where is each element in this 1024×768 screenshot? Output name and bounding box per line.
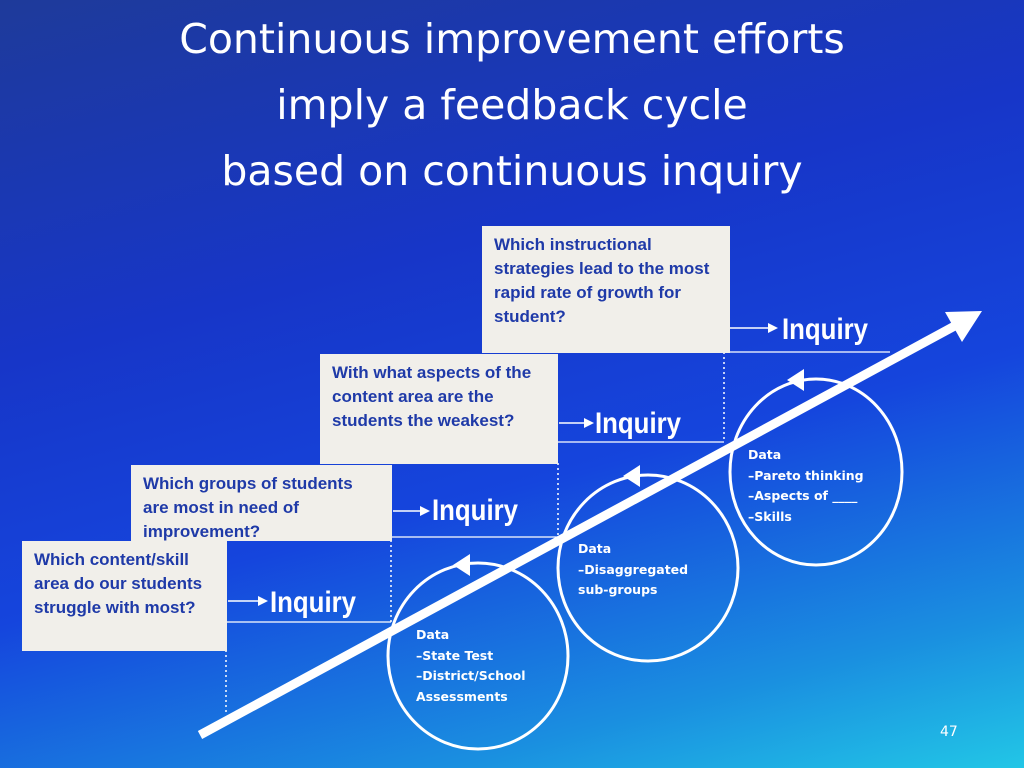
question-box-3: With what aspects of the content area ar… (320, 354, 558, 464)
data-cycle-circle-1 (386, 561, 570, 751)
inquiry-arrows (228, 323, 778, 606)
data-text-2: Data –Disaggregated sub-groups (578, 539, 688, 601)
data-heading-1: Data (416, 627, 450, 642)
cycle-arrowheads (453, 369, 804, 576)
question-text-4: Which instructional strategies lead to t… (494, 235, 710, 326)
data-item-2-1: –Disaggregated (578, 561, 689, 577)
data-item-3-3: –Skills (748, 508, 792, 524)
question-box-4: Which instructional strategies lead to t… (482, 226, 730, 353)
title-line-3: based on continuous inquiry (221, 147, 803, 195)
question-box-2: Which groups of students are most in nee… (131, 465, 392, 541)
data-item-3-2: –Aspects of ____ (748, 488, 858, 503)
dotted-guides (225, 352, 725, 712)
inquiry-label-2: Inquiry (432, 494, 519, 527)
data-text-1: Data –State Test –District/School Assess… (416, 625, 526, 707)
title-line-1: Continuous improvement efforts (179, 15, 845, 63)
data-item-2-2: sub-groups (578, 582, 658, 597)
question-box-1: Which content/skill area do our students… (22, 541, 227, 651)
data-heading-3: Data (748, 447, 782, 462)
growth-arrow (197, 311, 982, 739)
growth-arrow-shaft (197, 318, 965, 739)
data-cycle-circle-2 (556, 473, 740, 663)
data-heading-2: Data (578, 541, 612, 556)
inquiry-label-1: Inquiry (270, 586, 357, 619)
inquiry-label-3: Inquiry (595, 407, 682, 440)
cycle-arrowhead-2 (623, 465, 640, 487)
data-item-1-3: Assessments (416, 688, 508, 704)
data-cycle-circle-3 (728, 377, 904, 567)
cycle-arrowhead-3 (787, 369, 804, 391)
step-connectors (226, 351, 890, 623)
inquiry-label-4: Inquiry (782, 313, 869, 346)
data-cycles (386, 377, 904, 751)
data-text-3: Data –Pareto thinking –Aspects of ____ –… (748, 445, 864, 527)
page-number: 47 (940, 724, 958, 740)
title-line-2: imply a feedback cycle (276, 81, 748, 129)
data-item-1-1: –State Test (416, 647, 494, 663)
data-item-1-2: –District/School (416, 668, 526, 683)
question-text-1: Which content/skill area do our students… (34, 550, 203, 617)
data-item-3-1: –Pareto thinking (748, 467, 864, 483)
cycle-arrowhead-1 (453, 554, 470, 576)
growth-arrow-head (945, 311, 982, 342)
slide-title: Continuous improvement efforts imply a f… (0, 6, 1024, 204)
question-text-2: Which groups of students are most in nee… (143, 474, 353, 541)
question-text-3: With what aspects of the content area ar… (332, 363, 532, 430)
